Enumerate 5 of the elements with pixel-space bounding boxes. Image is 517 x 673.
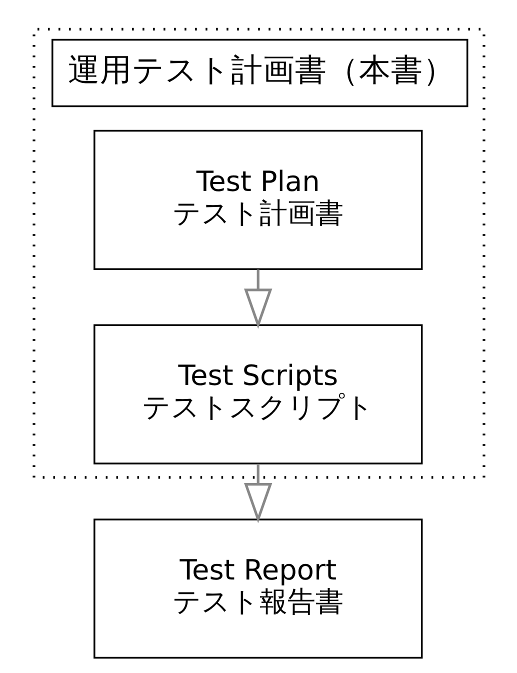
arrow [244,464,272,524]
node-box: Test Plan テスト計画書 [93,130,422,270]
node-box: Test Scripts テストスクリプト [93,324,422,464]
arrow [244,270,272,329]
node-box: Test Report テスト報告書 [93,518,422,659]
